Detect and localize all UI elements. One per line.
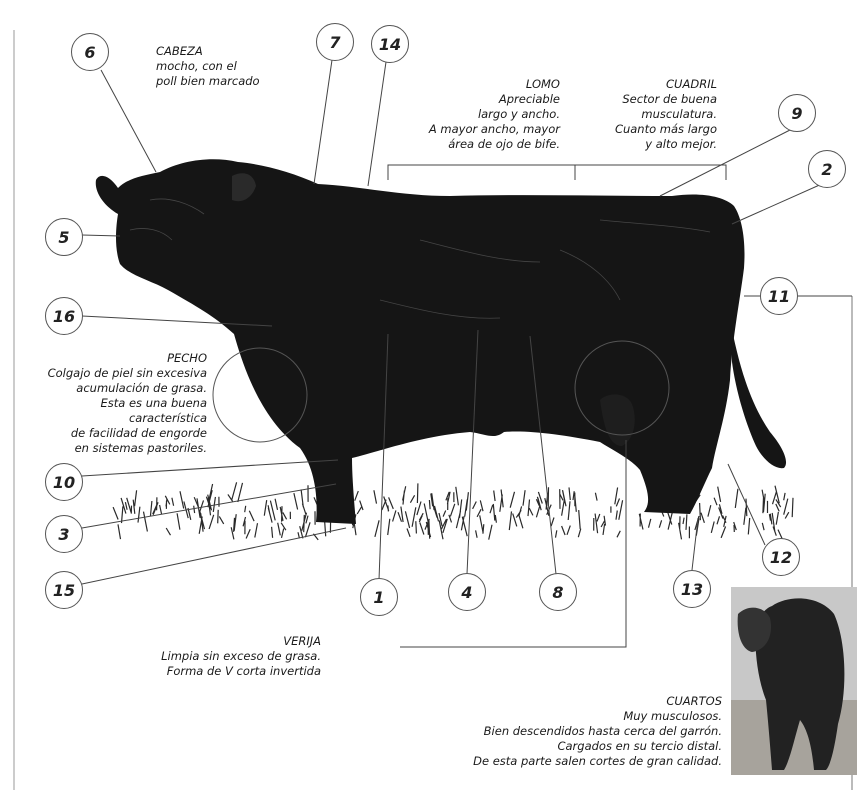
marker-9: 9 <box>778 94 816 132</box>
marker-2: 2 <box>808 150 846 188</box>
marker-4: 4 <box>448 573 486 611</box>
marker-7: 7 <box>316 23 354 61</box>
caption-verija-line: Forma de V corta invertida <box>161 664 321 679</box>
caption-lomo-line: largo y ancho. <box>429 107 560 122</box>
caption-pecho: PECHO Colgajo de piel sin excesiva acumu… <box>48 351 207 456</box>
caption-lomo-line: Apreciable <box>429 92 560 107</box>
lomo-cuadril-bracket <box>388 165 726 180</box>
marker-5: 5 <box>45 218 83 256</box>
caption-pecho-line: acumulación de grasa. <box>48 381 207 396</box>
caption-lomo-title: LOMO <box>429 77 560 92</box>
caption-lomo-line: área de ojo de bife. <box>429 137 560 152</box>
caption-cuadril-title: CUADRIL <box>615 77 717 92</box>
caption-pecho-line: característica <box>48 411 207 426</box>
caption-pecho-line: Colgajo de piel sin excesiva <box>48 366 207 381</box>
marker-11: 11 <box>760 277 798 315</box>
caption-cuartos-title: CUARTOS <box>473 694 722 709</box>
caption-pecho-line: en sistemas pastoriles. <box>48 441 207 456</box>
caption-cuadril-line: y alto mejor. <box>615 137 717 152</box>
caption-verija-line: Limpia sin exceso de grasa. <box>161 649 321 664</box>
caption-pecho-line: Esta es una buena <box>48 396 207 411</box>
marker-1: 1 <box>360 578 398 616</box>
caption-pecho-line: de facilidad de engorde <box>48 426 207 441</box>
marker-13: 13 <box>673 570 711 608</box>
marker-15: 15 <box>45 571 83 609</box>
caption-cuadril: CUADRIL Sector de buena musculatura. Cua… <box>615 77 717 152</box>
caption-cuartos: CUARTOS Muy musculosos. Bien descendidos… <box>473 694 722 769</box>
caption-pecho-title: PECHO <box>48 351 207 366</box>
caption-lomo-line: A mayor ancho, mayor <box>429 122 560 137</box>
marker-14: 14 <box>371 25 409 63</box>
caption-cabeza-line: mocho, con el <box>156 59 260 74</box>
caption-cabeza: CABEZA mocho, con el poll bien marcado <box>156 44 260 89</box>
caption-cabeza-title: CABEZA <box>156 44 260 59</box>
marker-3: 3 <box>45 515 83 553</box>
bull-tail <box>730 320 786 468</box>
marker-10: 10 <box>45 463 83 501</box>
caption-verija-title: VERIJA <box>161 634 321 649</box>
caption-cuartos-line: Cargados en su tercio distal. <box>473 739 722 754</box>
caption-verija: VERIJA Limpia sin exceso de grasa. Forma… <box>161 634 321 679</box>
caption-cabeza-line: poll bien marcado <box>156 74 260 89</box>
marker-8: 8 <box>539 573 577 611</box>
marker-12: 12 <box>762 538 800 576</box>
caption-cuadril-line: Cuanto más largo <box>615 122 717 137</box>
caption-cuartos-line: Muy musculosos. <box>473 709 722 724</box>
caption-lomo: LOMO Apreciable largo y ancho. A mayor a… <box>429 77 560 152</box>
caption-cuadril-line: Sector de buena <box>615 92 717 107</box>
caption-cuartos-line: Bien descendidos hasta cerca del garrón. <box>473 724 722 739</box>
caption-cuartos-line: De esta parte salen cortes de gran calid… <box>473 754 722 769</box>
marker-16: 16 <box>45 297 83 335</box>
marker-6: 6 <box>71 33 109 71</box>
cuartos-photo-art <box>731 587 857 775</box>
bull-silhouette <box>96 159 786 524</box>
caption-cuadril-line: musculatura. <box>615 107 717 122</box>
